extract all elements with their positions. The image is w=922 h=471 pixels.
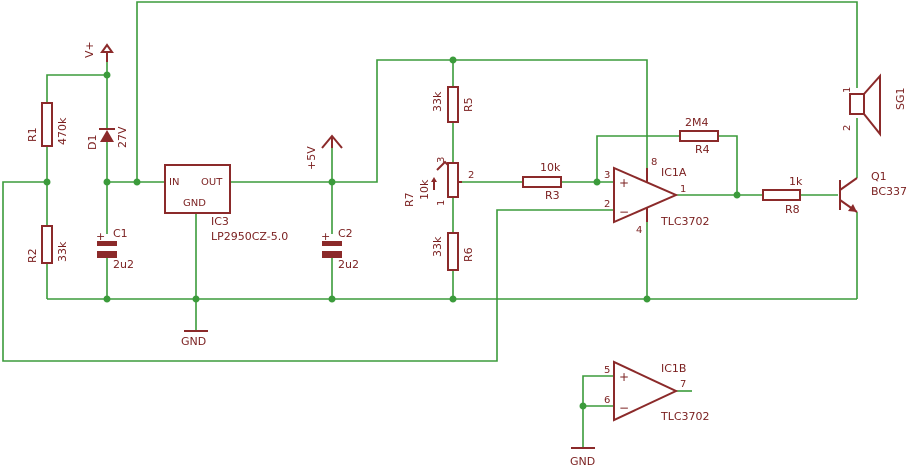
ic1a-pin3: 3 [604,170,610,181]
ic1a-name: IC1A [661,166,687,179]
q1-part: BC337 [871,185,907,198]
ground-label: GND [181,335,206,348]
r7-pin3: 3 [436,157,447,163]
c2-value: 2u2 [338,258,359,271]
r7-name: R7 [403,192,416,207]
zener-diode-d1: D1 27V [86,126,129,150]
r6-value: 33k [431,236,444,257]
d1-name: D1 [86,135,99,150]
ic3-pin-gnd: GND [183,198,206,209]
r4-value: 2M4 [685,116,709,129]
capacitor-c2: + C2 2u2 [321,227,359,271]
r4-name: R4 [695,143,710,156]
voltage-regulator-ic3: IN OUT GND IC3 LP2950CZ-5.0 [164,164,288,243]
r1-name: R1 [26,127,39,142]
ic3-name: IC3 [211,215,229,228]
junction-dot [733,191,741,199]
junctions [43,56,741,410]
plus5v-supply-symbol: +5V [305,134,343,170]
plus5v-label: +5V [305,146,318,170]
resistor-r4: 2M4 R4 [679,116,719,156]
ic1b-pin7: 7 [680,379,686,390]
r3-name: R3 [545,189,560,202]
c1-plus: + [96,230,105,243]
junction-dot [43,178,51,186]
d1-value: 27V [116,126,129,148]
vplus-supply-symbol: V+ [83,41,114,62]
junction-dot [133,178,141,186]
r7-value: 10k [418,179,431,200]
wires [2,1,858,448]
ic1a-part: TLC3702 [660,215,710,228]
ic3-pin-out: OUT [201,177,223,188]
vplus-label: V+ [83,41,96,58]
r6-name: R6 [462,247,475,262]
ic1b-part: TLC3702 [660,410,710,423]
ic3-part: LP2950CZ-5.0 [211,230,288,243]
junction-dot [643,295,651,303]
junction-dot [103,295,111,303]
resistor-r3: 10k R3 [522,161,562,202]
op-amp-ic1a: + − 3 2 1 8 4 IC1A TLC3702 [604,157,710,236]
r8-name: R8 [785,203,800,216]
ic1b-minus-sign: − [619,401,629,415]
ic1b-pin5: 5 [604,365,610,376]
resistor-r6: 33k R6 [431,232,475,271]
junction-dot [103,71,111,79]
junction-dot [103,178,111,186]
resistor-r2: R2 33k [26,225,69,264]
transistor-q1: Q1 BC337 [839,170,907,213]
ic1a-minus-sign: − [619,205,629,219]
junction-dot [593,178,601,186]
r7-pin1: 1 [436,200,447,206]
resistor-r1: R1 470k [26,102,69,147]
sg1-pin1: 1 [842,87,853,93]
ic1b-plus-sign: + [619,370,629,384]
ic1a-pin2: 2 [604,199,610,210]
r2-value: 33k [56,241,69,262]
junction-dot [328,295,336,303]
capacitor-c1: + C1 2u2 [96,227,134,271]
r2-name: R2 [26,248,39,263]
r5-name: R5 [462,97,475,112]
ground-symbol: GND [181,330,208,348]
ic3-pin-in: IN [169,177,179,188]
op-amp-ic1b: + − 5 6 7 IC1B TLC3702 [604,360,710,423]
r7-pin2: 2 [468,170,474,181]
ground-symbol-ic1b: GND [570,447,595,468]
r3-value: 10k [540,161,561,174]
ic1a-plus-sign: + [619,176,629,190]
junction-dot [192,295,200,303]
ic1b-pin6: 6 [604,395,610,406]
sg1-name: SG1 [894,87,907,110]
r8-value: 1k [789,175,803,188]
junction-dot [449,56,457,64]
junction-dot [449,295,457,303]
ic1a-pin4: 4 [636,225,642,236]
ic1a-pin1: 1 [680,184,686,195]
sg1-pin2: 2 [842,125,853,131]
potentiometer-r7: 3 1 2 R7 10k [403,157,474,207]
q1-name: Q1 [871,170,887,183]
c2-name: C2 [338,227,353,240]
ic1a-pin8: 8 [651,157,657,168]
ground-label-ic1b: GND [570,455,595,468]
r1-value: 470k [56,117,69,145]
resistor-r5: 33k R5 [431,86,475,123]
speaker-sg1: 1 2 SG1 [842,73,907,137]
resistor-r8: 1k R8 [762,175,803,216]
c1-value: 2u2 [113,258,134,271]
junction-dot [328,178,336,186]
r5-value: 33k [431,91,444,112]
junction-dot [579,402,587,410]
ic1b-name: IC1B [661,362,686,375]
c1-name: C1 [113,227,128,240]
c2-plus: + [321,230,330,243]
